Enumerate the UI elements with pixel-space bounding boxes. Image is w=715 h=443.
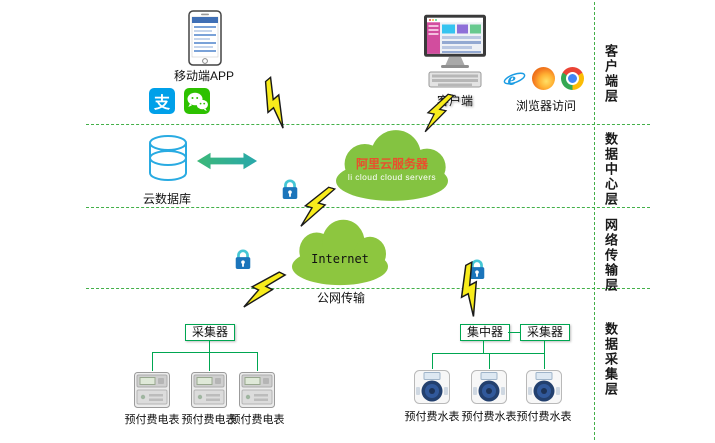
connector-line: [483, 341, 484, 353]
connector-line: [432, 353, 545, 354]
connector-line: [152, 352, 258, 353]
layer-label-network: 网络传输层: [603, 218, 618, 293]
ali-cloud-subtitle: li cloud cloud servers: [347, 172, 437, 182]
water-meter-icon: [413, 369, 451, 410]
mobile-phone-icon: [188, 10, 222, 71]
electric-meter-label: 预付费电表: [181, 414, 237, 426]
water-meter-label: 预付费水表: [516, 411, 572, 423]
cloud-database-icon: [146, 130, 190, 193]
security-lock-icon: [233, 247, 253, 276]
connector-line: [209, 352, 210, 371]
connector-line: [209, 341, 210, 352]
alipay-icon: 支: [149, 88, 175, 114]
mobile-app-label: 移动端APP: [173, 69, 234, 83]
cloud-db-label: 云数据库: [142, 192, 191, 206]
connector-line: [544, 353, 545, 369]
collector-left-box: 采集器: [185, 324, 235, 341]
layer-label-client: 客户端层: [603, 44, 618, 104]
public-network-label: 公网传输: [316, 291, 365, 305]
lightning-bolt-icon: [447, 260, 501, 326]
electric-meter-label: 预付费电表: [229, 414, 285, 426]
electric-meter-icon: [238, 371, 276, 414]
layer-label-datacenter: 数据中心层: [603, 132, 618, 207]
security-lock-icon: [280, 177, 300, 206]
layer-separator-line: [86, 124, 650, 125]
lightning-bolt-icon: [295, 181, 337, 242]
connector-line: [508, 332, 520, 333]
water-meter-label: 预付费水表: [461, 411, 517, 423]
ali-cloud-title: 阿里云服务器: [355, 157, 428, 171]
connector-line: [489, 353, 490, 369]
water-meter-icon: [470, 369, 508, 410]
ali-cloud-icon: 阿里云服务器 li cloud cloud servers: [322, 124, 462, 204]
collector-right-box: 采集器: [520, 324, 570, 341]
lightning-bolt-icon: [419, 90, 457, 146]
wechat-icon: [184, 88, 210, 114]
layer-boundary-line: [594, 2, 595, 440]
layer-separator-line: [86, 207, 650, 208]
connector-line: [152, 352, 153, 371]
alipay-glyph: 支: [153, 95, 170, 112]
layer-separator-line: [86, 288, 650, 289]
electric-meter-icon: [133, 371, 171, 414]
electric-meter-label: 预付费电表: [124, 414, 180, 426]
chrome-icon-center: [566, 72, 579, 85]
ie-browser-icon: e: [503, 67, 526, 95]
internet-cloud-icon: Internet: [280, 214, 400, 288]
firefox-browser-icon: [532, 67, 555, 90]
water-meter-label: 预付费水表: [404, 411, 460, 423]
lightning-bolt-icon: [249, 75, 309, 138]
chrome-browser-icon: [561, 67, 584, 90]
layer-label-collection: 数据采集层: [603, 322, 618, 397]
svg-text:e: e: [508, 69, 516, 89]
security-lock-icon: [467, 257, 487, 286]
sync-double-arrow-icon: [196, 150, 258, 177]
desktop-computer-icon: [422, 14, 488, 97]
browser-access-label: 浏览器访问: [515, 99, 576, 113]
lightning-bolt-icon: [236, 262, 288, 326]
concentrator-box: 集中器: [460, 324, 510, 341]
internet-label: Internet: [311, 252, 369, 266]
electric-meter-icon: [190, 371, 228, 414]
connector-line: [432, 353, 433, 369]
water-meter-icon: [525, 369, 563, 410]
connector-line: [544, 341, 545, 353]
connector-line: [257, 352, 258, 371]
